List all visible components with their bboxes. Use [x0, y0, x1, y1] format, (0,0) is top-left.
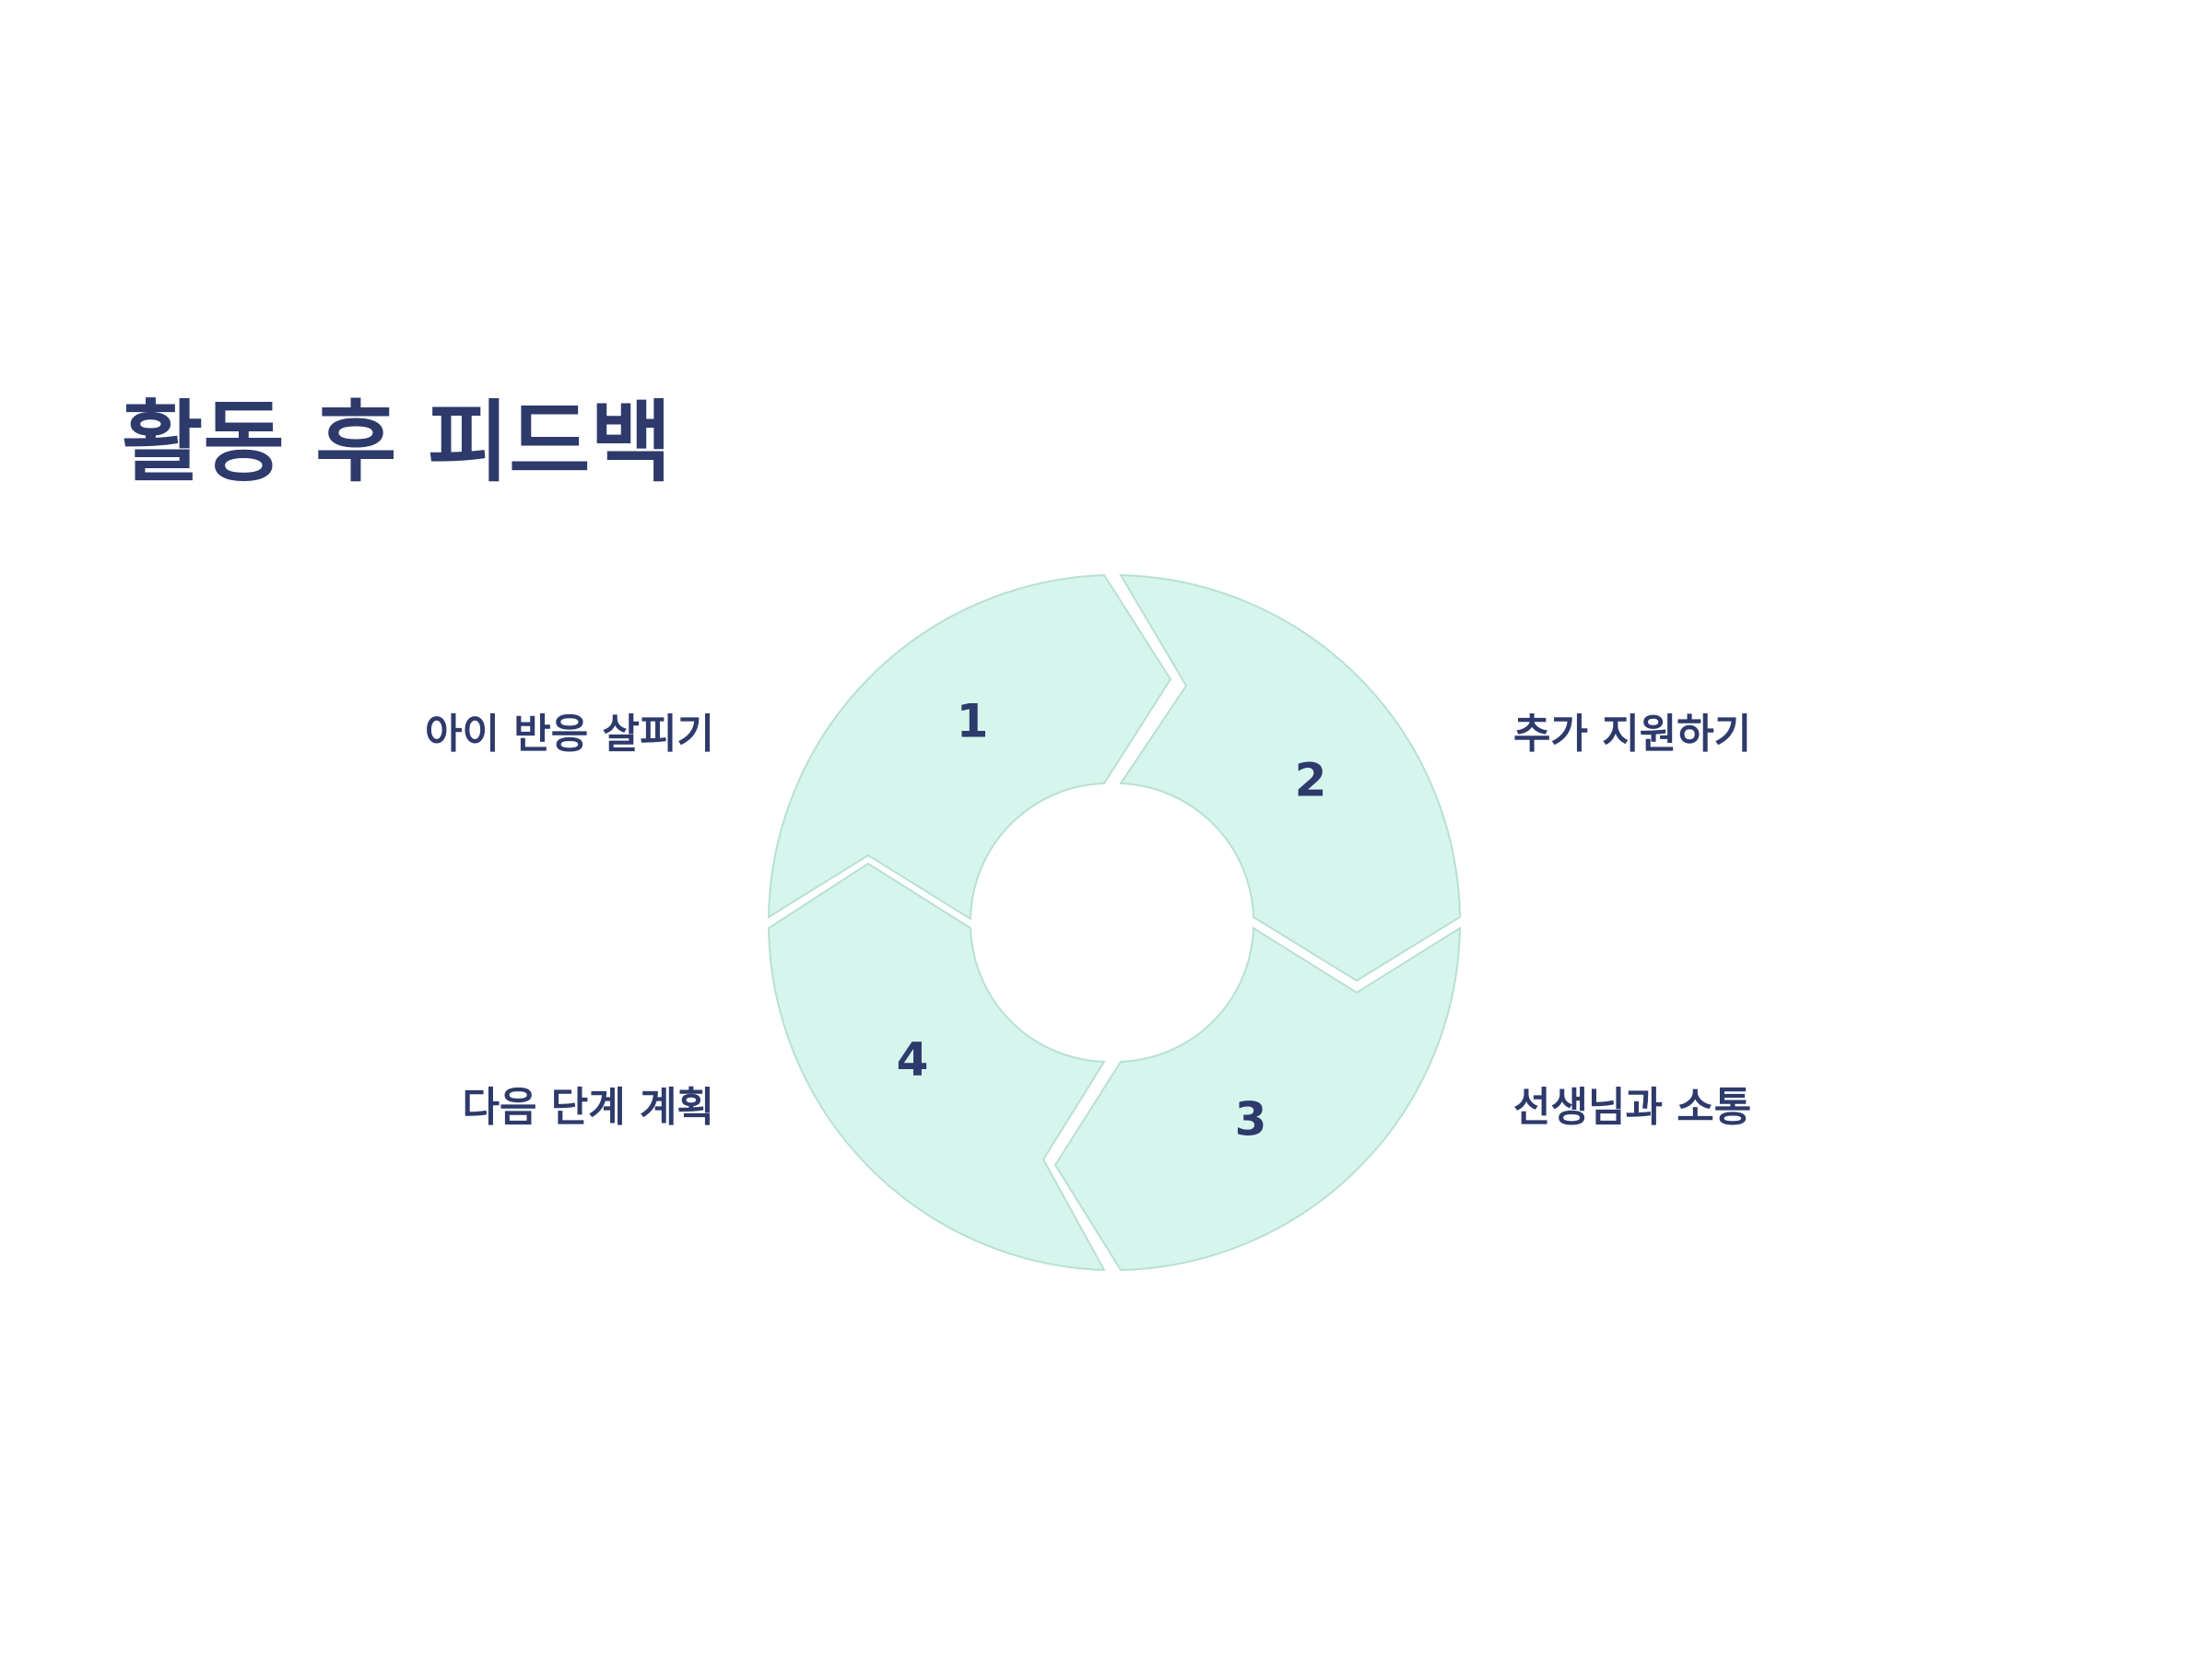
step-label-1: 아이 반응 살피기 [425, 711, 714, 758]
cycle-segment-3 [1053, 926, 1462, 1272]
step-label-3: 선생님과 소통 [1513, 1084, 1752, 1131]
step-number-3: 3 [1235, 1093, 1267, 1147]
step-number-4: 4 [897, 1033, 929, 1087]
cycle-segment-2 [1119, 573, 1462, 982]
step-label-2: 추가 지원하기 [1513, 711, 1752, 758]
step-number-2: 2 [1295, 754, 1327, 807]
step-label-4: 다음 단계 계획 [462, 1084, 714, 1131]
cycle-segment-1 [767, 573, 1172, 921]
page-title: 활동 후 피드백 [122, 391, 672, 494]
cycle-segment-4 [767, 862, 1106, 1272]
step-number-1: 1 [957, 695, 989, 748]
